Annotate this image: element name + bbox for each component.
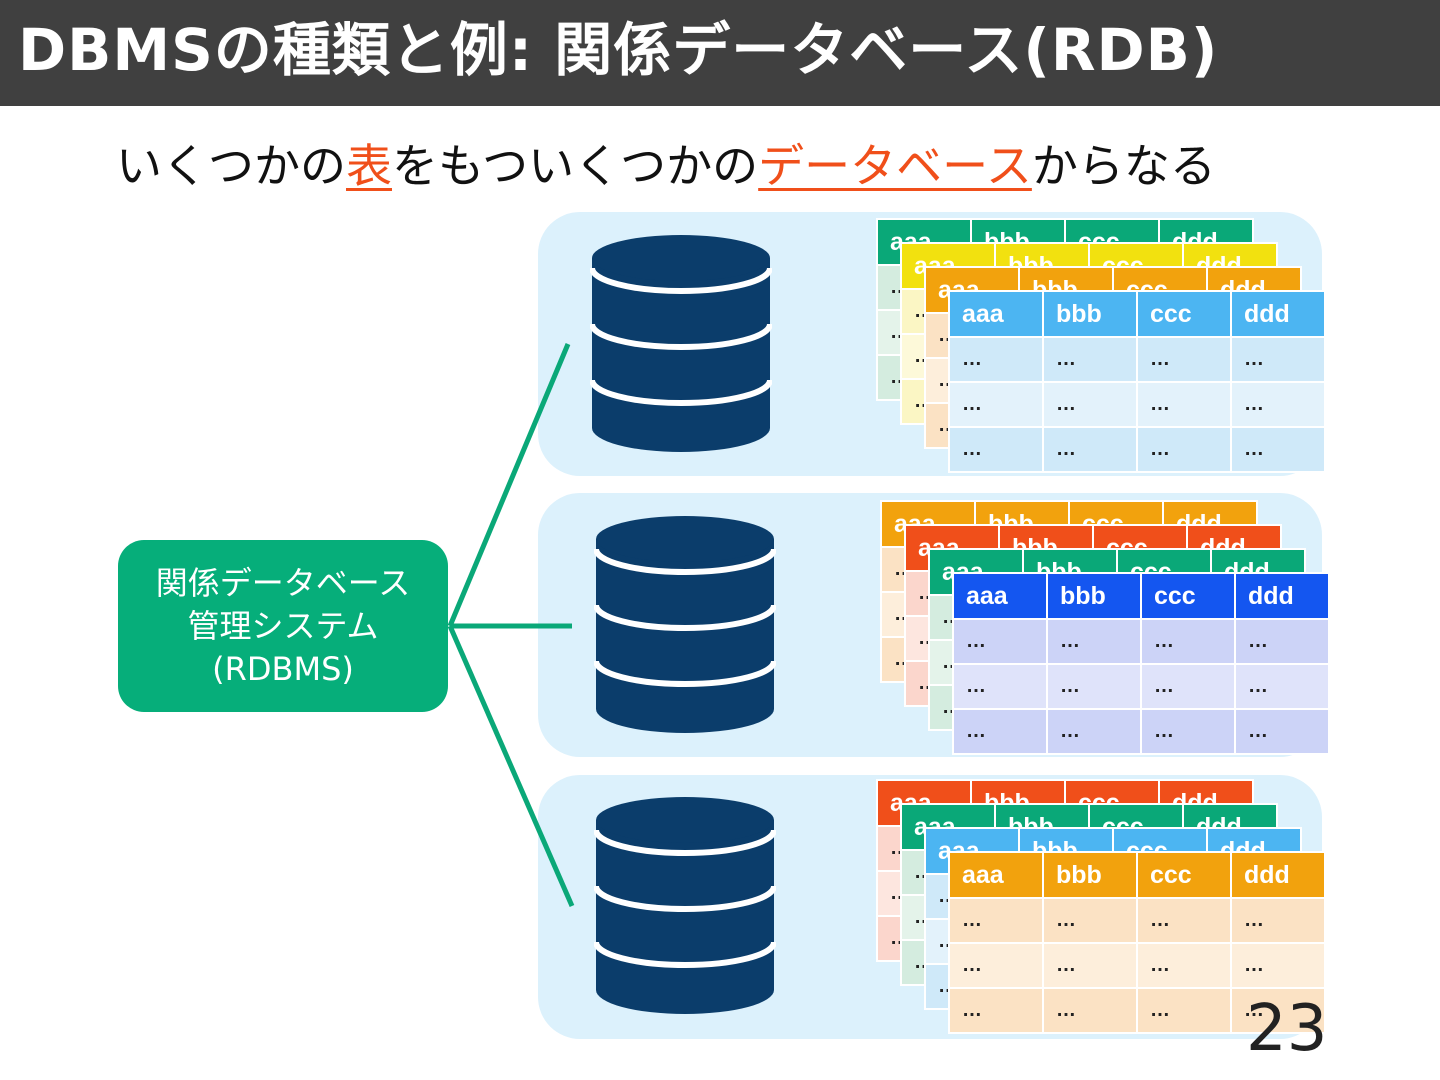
- table-row: …………: [948, 987, 1326, 1034]
- table-header-cell: ccc: [1136, 290, 1232, 338]
- slide-subtitle: いくつかの表をもついくつかのデータベースからなる: [116, 136, 1216, 196]
- table-cell: …: [1230, 426, 1326, 473]
- page-number: 23: [1246, 992, 1328, 1066]
- table-header-cell: aaa: [948, 290, 1044, 338]
- table-cell: …: [952, 708, 1048, 755]
- table-cell: …: [1234, 708, 1330, 755]
- table-row: …………: [948, 426, 1326, 473]
- table-cell: …: [1042, 381, 1138, 428]
- table-cell: …: [1230, 381, 1326, 428]
- table-cell: …: [1140, 708, 1236, 755]
- table-cell: …: [948, 381, 1044, 428]
- database-icon-1: [589, 234, 773, 460]
- table-cell: …: [1136, 897, 1232, 944]
- table-cell: …: [1042, 336, 1138, 383]
- connector-line-1: [447, 343, 571, 627]
- subtitle-text-2: をもついくつかの: [392, 139, 759, 193]
- rdbms-label-line-2: 管理システム: [187, 606, 379, 645]
- subtitle-highlight-table: 表: [346, 139, 392, 193]
- title-bar: DBMSの種類と例: 関係データベース(RDB): [0, 0, 1440, 106]
- table-cell: …: [1230, 942, 1326, 989]
- database-icon-3: [593, 796, 777, 1022]
- table-cell: …: [1230, 897, 1326, 944]
- table-row: …………: [948, 381, 1326, 428]
- rdbms-box: 関係データベース 管理システム (RDBMS): [118, 540, 448, 712]
- table-cell: …: [952, 663, 1048, 710]
- table-header-cell: ddd: [1234, 572, 1330, 620]
- table-row: …………: [948, 336, 1326, 383]
- table-row: …………: [952, 618, 1330, 665]
- table-header-cell: ccc: [1140, 572, 1236, 620]
- table-cell: …: [1042, 987, 1138, 1034]
- table-cell: …: [1136, 942, 1232, 989]
- table-row: …………: [952, 708, 1330, 755]
- table-cell: …: [1046, 708, 1142, 755]
- table-header-cell: ddd: [1230, 851, 1326, 899]
- table-cell: …: [1136, 381, 1232, 428]
- subtitle-highlight-database: データベース: [758, 139, 1032, 193]
- table-cell: …: [948, 942, 1044, 989]
- table-row: …………: [948, 897, 1326, 944]
- table-cell: …: [1140, 618, 1236, 665]
- table-cell: …: [1046, 663, 1142, 710]
- table-cell: …: [1230, 336, 1326, 383]
- table-header-cell: aaa: [948, 851, 1044, 899]
- table-cell: …: [1234, 618, 1330, 665]
- table-cell: …: [1140, 663, 1236, 710]
- table-cell: …: [952, 618, 1048, 665]
- table-header-cell: ccc: [1136, 851, 1232, 899]
- table-cell: …: [1046, 618, 1142, 665]
- table-header-cell: aaa: [952, 572, 1048, 620]
- table-cell: …: [1234, 663, 1330, 710]
- connector-line-3: [447, 625, 575, 907]
- table-cell: …: [948, 426, 1044, 473]
- table-cell: …: [948, 987, 1044, 1034]
- table-row: …………: [948, 942, 1326, 989]
- slide-title: DBMSの種類と例: 関係データベース(RDB): [18, 16, 1219, 84]
- table-cell: …: [1230, 987, 1326, 1034]
- table-cell: …: [1042, 897, 1138, 944]
- table-header-cell: bbb: [1046, 572, 1142, 620]
- table-header-cell: ddd: [1230, 290, 1326, 338]
- table-header-cell: bbb: [1042, 851, 1138, 899]
- database-icon-2: [593, 515, 777, 741]
- table-cell: …: [948, 336, 1044, 383]
- table-cell: …: [1042, 426, 1138, 473]
- table-cell: …: [1042, 942, 1138, 989]
- table-header-cell: bbb: [1042, 290, 1138, 338]
- rdbms-label-line-3: (RDBMS): [212, 649, 354, 688]
- table-cell: …: [948, 897, 1044, 944]
- rdbms-label-line-1: 関係データベース: [155, 563, 411, 602]
- table-row: …………: [952, 663, 1330, 710]
- table-cell: …: [1136, 426, 1232, 473]
- subtitle-text-1: いくつかの: [116, 139, 346, 193]
- table-cell: …: [1136, 336, 1232, 383]
- table-cell: …: [1136, 987, 1232, 1034]
- subtitle-text-3: からなる: [1031, 139, 1216, 193]
